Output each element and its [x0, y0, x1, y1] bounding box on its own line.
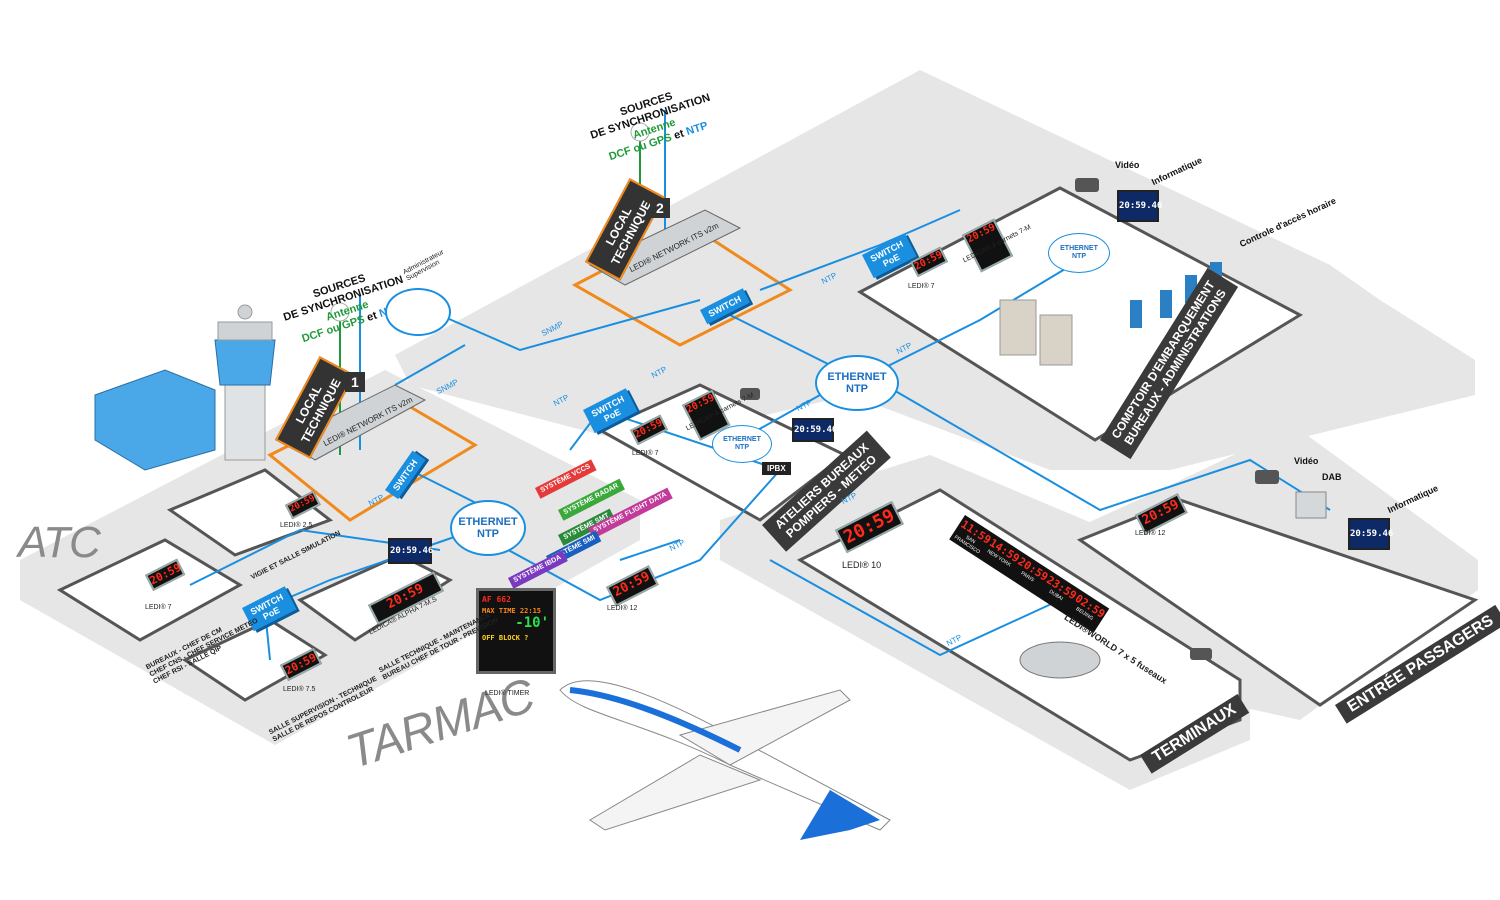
- dab-machine: [1295, 491, 1327, 519]
- clock-ledi7-mid-label: LEDI® 7: [632, 450, 659, 457]
- baggage-carousel: [1019, 641, 1101, 679]
- label-dab: DAB: [1322, 472, 1342, 482]
- hub-center-line2: NTP: [846, 383, 868, 395]
- hub-main: ETHERNET NTP: [450, 500, 526, 556]
- airplane-wing-right: [678, 689, 851, 766]
- timer-row-1: AF 662: [482, 595, 511, 604]
- cameras: [740, 178, 1279, 660]
- hub-ateliers: ETHERNET NTP: [712, 425, 772, 463]
- timer-label: LEDI® TIMER: [485, 690, 530, 697]
- link-center-right: [884, 384, 1331, 512]
- hub-center-line1: ETHERNET: [827, 371, 887, 383]
- hub-comptoir-line2: NTP: [1071, 253, 1086, 260]
- timer-row-3: OFF BLOCK ?: [482, 634, 529, 642]
- sources-left-et: et: [365, 309, 379, 324]
- monitor-entree: 20:59.46: [1348, 518, 1393, 550]
- timer-big: -10': [515, 615, 549, 631]
- hub-comptoir: ETHERNET NTP: [1048, 233, 1110, 273]
- timer-board: AF 662 MAX TIME 22:15 -10' OFF BLOCK ?: [476, 588, 556, 674]
- atc-tower-cab: [214, 339, 276, 386]
- link-snmp-1: [439, 299, 701, 352]
- atc-annex: [94, 369, 216, 471]
- ipbx-box: IPBX: [762, 462, 791, 475]
- gate-1: [1130, 300, 1142, 328]
- gate-2: [1160, 290, 1172, 318]
- clock-ledi10-label: LEDI® 10: [842, 560, 882, 570]
- network-links: [189, 209, 1331, 661]
- camera-terminaux: [1190, 648, 1212, 660]
- antenna-dish-left: [330, 302, 350, 322]
- hub-ateliers-line1: ETHERNET: [723, 436, 761, 443]
- link-snmp-2: [394, 344, 466, 386]
- atc-tower-roof: [217, 321, 273, 341]
- room-supervision: [181, 618, 328, 702]
- antenna-dish-right: [630, 122, 650, 142]
- platform-atc: [20, 370, 640, 745]
- timer-row-2: MAX TIME 22:15: [482, 607, 542, 615]
- monitor-comptoir: 20:59.46: [1117, 190, 1162, 222]
- atc-radar: [237, 304, 253, 320]
- clock-ledi75-label: LEDI® 7.5: [283, 686, 316, 693]
- hub-ateliers-line2: NTP: [734, 444, 749, 451]
- security-portals: [999, 299, 1073, 366]
- room-vigie: [166, 468, 334, 557]
- clock-ledi25-label: LEDI® 2.5: [280, 522, 313, 529]
- portal-1: [999, 299, 1037, 356]
- admin-supervision-circle: [385, 288, 451, 336]
- link-to-terminal-clock: [619, 539, 681, 561]
- hub-main-line1: ETHERNET: [458, 516, 518, 528]
- monitor-ateliers: 20:59.46: [792, 418, 837, 442]
- local2-number: 2: [650, 198, 670, 218]
- clock-ledi7-atc-label: LEDI® 7: [145, 604, 172, 611]
- camera-ateliers: [740, 388, 760, 400]
- local1-number: 1: [345, 372, 365, 392]
- room-maintenance: [297, 553, 454, 642]
- atc-tower-shaft: [224, 379, 266, 461]
- airplane: [559, 680, 891, 840]
- airplane-wing-left: [589, 754, 762, 831]
- antennas: [330, 122, 650, 322]
- clock-ledi12-label: LEDI® 12: [607, 605, 638, 612]
- airplane-tail: [800, 790, 880, 840]
- region-atc: ATC: [18, 518, 101, 567]
- airplane-stripe: [569, 687, 742, 753]
- hub-comptoir-line1: ETHERNET: [1060, 245, 1098, 252]
- atc-building: [94, 304, 276, 471]
- room-bureaux: [56, 538, 244, 642]
- hub-main-line2: NTP: [477, 528, 499, 540]
- clock-ledi12-right-label: LEDI® 12: [1135, 530, 1166, 537]
- hub-center: ETHERNET NTP: [815, 355, 899, 411]
- monitor-atc: 20:59.46: [388, 538, 433, 564]
- camera-entree: [1255, 470, 1279, 484]
- portal-2: [1039, 314, 1073, 366]
- link-terminals: [769, 559, 1061, 657]
- clock-ledi7-top-label: LEDI® 7: [908, 283, 935, 290]
- camera-comptoir: [1075, 178, 1099, 192]
- label-video-top: Vidéo: [1115, 160, 1140, 170]
- sources-right-et: et: [672, 127, 686, 142]
- label-video-right: Vidéo: [1294, 456, 1319, 466]
- link-center-comptoir: [879, 259, 1081, 371]
